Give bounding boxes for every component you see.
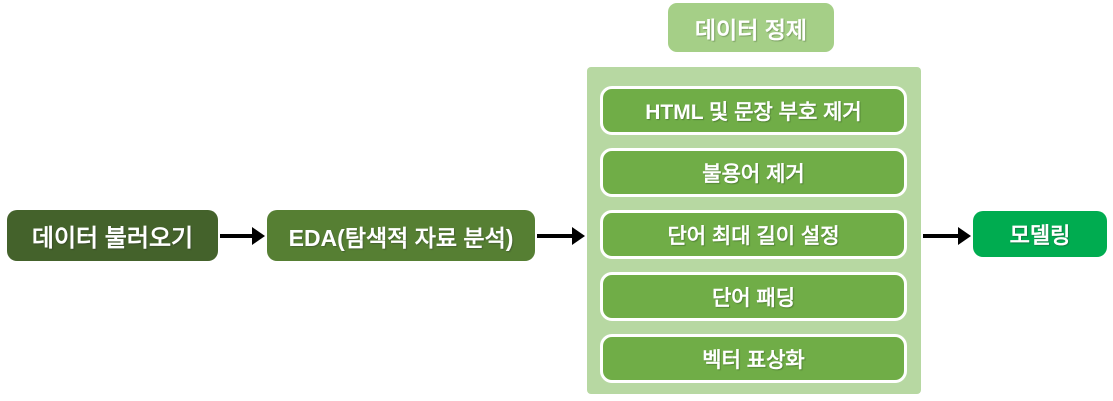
node-eda-label: EDA(탐색적 자료 분석) <box>288 224 514 251</box>
arrow-right-icon <box>220 227 265 245</box>
arrow-right-icon <box>923 227 971 245</box>
step-remove-html-punctuation: HTML 및 문장 부호 제거 <box>600 86 907 135</box>
step-word-padding: 단어 패딩 <box>600 272 907 321</box>
node-eda: EDA(탐색적 자료 분석) <box>267 210 535 261</box>
node-cleaning-title-label: 데이터 정제 <box>694 16 808 43</box>
node-load-data-label: 데이터 불러오기 <box>31 225 194 252</box>
step-label: 단어 최대 길이 설정 <box>667 224 840 248</box>
cleaning-steps-container: HTML 및 문장 부호 제거 불용어 제거 단어 최대 길이 설정 단어 패딩… <box>587 67 921 394</box>
node-modeling: 모델링 <box>973 211 1107 257</box>
step-set-max-word-length: 단어 최대 길이 설정 <box>600 210 907 259</box>
node-cleaning-title: 데이터 정제 <box>668 3 834 52</box>
node-modeling-label: 모델링 <box>1009 223 1071 248</box>
step-label: 불용어 제거 <box>702 162 805 186</box>
step-vector-representation: 벡터 표상화 <box>600 334 907 383</box>
step-label: 단어 패딩 <box>711 286 796 310</box>
step-label: HTML 및 문장 부호 제거 <box>645 100 862 124</box>
arrow-right-icon <box>537 227 585 245</box>
node-load-data: 데이터 불러오기 <box>7 210 218 261</box>
step-remove-stopwords: 불용어 제거 <box>600 148 907 197</box>
step-label: 벡터 표상화 <box>702 348 805 372</box>
